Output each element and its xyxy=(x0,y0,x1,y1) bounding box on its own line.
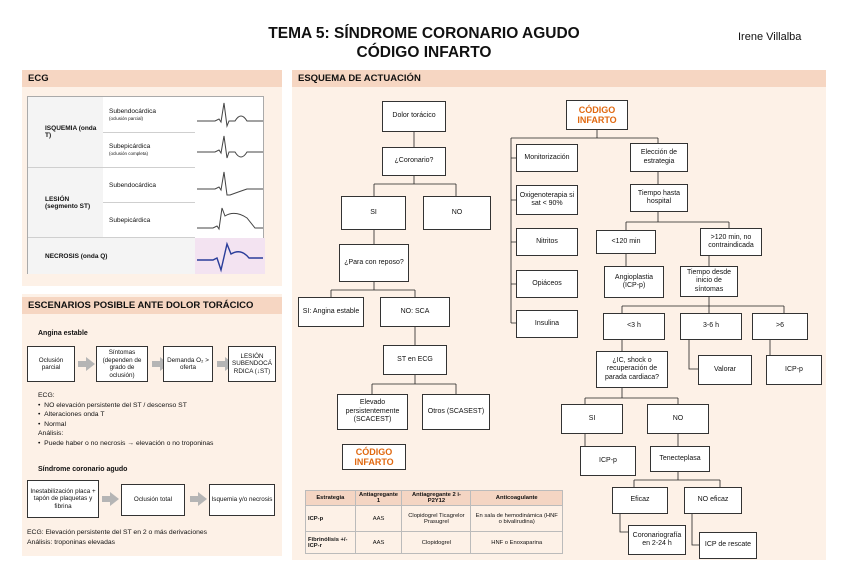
node-icp-p-right: ICP-p xyxy=(766,355,822,385)
ecg-table: ISQUEMIA (onda T) LESIÓN (segmento ST) N… xyxy=(27,96,265,274)
table-row: ICP-p AAS Clopidogrel Ticagrelor Prasugr… xyxy=(305,505,563,532)
node-shock: ¿IC, shock o recuperación de parada card… xyxy=(596,351,668,388)
sca-ecg-note: ECG: Elevación persistente del ST en 2 o… xyxy=(27,529,208,536)
node-shock-no: NO xyxy=(647,404,709,434)
ecg-row-isq-subendo: Subendocárdica (oclusión parcial) xyxy=(109,107,156,121)
node-coronariografia: Coronariografía en 2-24 h xyxy=(628,525,686,555)
node-scasest: Otros (SCASEST) xyxy=(422,394,490,430)
node-scacest: Elevado persistentemente (SCACEST) xyxy=(337,394,408,430)
ecg-row-les-subepi: Subepicárdica xyxy=(103,202,195,237)
node-si: SI xyxy=(341,196,406,230)
arrow-icon xyxy=(78,357,95,371)
node-reposo: ¿Para con reposo? xyxy=(339,244,409,282)
sca-label: Síndrome coronario agudo xyxy=(38,466,128,473)
node-nitritos: Nitritos xyxy=(516,228,578,256)
node-tenecteplasa: Tenecteplasa xyxy=(650,446,710,472)
node-6h: >6 xyxy=(752,313,808,340)
page-title: TEMA 5: SÍNDROME CORONARIO AGUDO CÓDIGO … xyxy=(200,24,648,62)
node-shock-si: SI xyxy=(561,404,623,434)
node-icp-p-si: ICP-p xyxy=(580,446,636,476)
ecg-row-les-subendo: Subendocárdica xyxy=(103,167,195,202)
node-eficaz: Eficaz xyxy=(612,487,668,514)
node-3h: <3 h xyxy=(603,313,665,340)
ecg-trace-les-subendo xyxy=(197,171,263,196)
arrow-icon xyxy=(102,492,119,506)
node-no: NO xyxy=(423,196,491,230)
node-coronario: ¿Coronario? xyxy=(382,147,446,176)
ecg-section-title: ECG xyxy=(22,70,282,87)
node-tiempo-sintomas: Tiempo desde inicio de síntomas xyxy=(680,266,738,297)
node-eleccion-estrategia: Elección de estrategia xyxy=(630,143,688,172)
sca-step-2: Oclusión total xyxy=(121,484,185,516)
ecg-trace-isq-subepi xyxy=(197,135,263,159)
esquema-section-title: ESQUEMA DE ACTUACIÓN xyxy=(292,70,826,87)
node-icp-rescate: ICP de rescate xyxy=(699,532,757,559)
sca-step-1: Inestabilización placa + tapón de plaque… xyxy=(27,480,99,518)
ecg-trace-necrosis xyxy=(195,238,265,274)
ecg-row-isq-subepi: Subepicárdica (oclusión completa) xyxy=(103,132,195,167)
node-tiempo-hospital: Tiempo hasta hospital xyxy=(630,184,688,212)
table-header-row: Estrategia Antiagregante 1 Antiagregante… xyxy=(305,490,563,506)
node-insulina: Insulina xyxy=(516,310,578,338)
sca-step-3: Isquemia y/o necrosis xyxy=(209,484,275,516)
ecg-group-necrosis: NECROSIS (onda Q) xyxy=(28,237,195,274)
node-no-eficaz: NO eficaz xyxy=(684,487,742,514)
author-name: Irene Villalba xyxy=(738,31,802,43)
angina-notes: ECG: • NO elevación persistente del ST /… xyxy=(38,392,214,447)
angina-step-3: Demanda O₂ > oferta xyxy=(163,346,213,382)
node-st-ecg: ST en ECG xyxy=(383,345,447,375)
angina-step-1: Oclusión parcial xyxy=(27,346,75,382)
codigo-infarto-label-right: CÓDIGO INFARTO xyxy=(566,100,628,130)
strategy-table: Estrategia Antiagregante 1 Antiagregante… xyxy=(305,490,563,554)
node-mas-120: >120 min, no contraindicada xyxy=(700,228,762,256)
node-3-6h: 3-6 h xyxy=(680,313,742,340)
node-monitorizacion: Monitorización xyxy=(516,144,578,172)
ecg-trace-isq-subendo xyxy=(197,102,263,128)
ecg-trace-les-subepi xyxy=(197,207,263,231)
node-valorar: Valorar xyxy=(698,355,752,385)
angina-stable-label: Angina estable xyxy=(38,330,88,337)
node-oxigenoterapia: Oxigenoterapia si sat < 90% xyxy=(516,185,578,215)
node-angioplastia: Angioplastia (ICP-p) xyxy=(604,266,664,298)
node-no-sca: NO: SCA xyxy=(380,297,450,327)
arrow-icon xyxy=(190,492,207,506)
title-line-2: CÓDIGO INFARTO xyxy=(356,44,492,61)
node-dolor-toracico: Dolor torácico xyxy=(382,101,446,132)
ecg-group-isquemia: ISQUEMIA (onda T) xyxy=(28,97,103,167)
scenarios-section-title: ESCENARIOS POSIBLE ANTE DOLOR TORÁCICO xyxy=(22,297,282,314)
title-line-1: TEMA 5: SÍNDROME CORONARIO AGUDO xyxy=(268,25,580,42)
angina-step-2: Síntomas (dependen de grado de oclusión) xyxy=(96,346,148,382)
sca-analysis-note: Análisis: troponinas elevadas xyxy=(27,539,116,546)
angina-step-4: LESIÓN SUBENDOCÁ RDICA (↓ST) xyxy=(228,346,276,382)
ecg-group-lesion: LESIÓN (segmento ST) xyxy=(28,167,103,237)
table-row: Fibrinólisis +/- ICP-r AAS Clopidogrel H… xyxy=(305,531,563,554)
node-menos-120: <120 min xyxy=(596,230,656,254)
node-opiaceos: Opiáceos xyxy=(516,270,578,298)
node-angina-estable: SI: Angina estable xyxy=(298,297,364,327)
codigo-infarto-label-left: CÓDIGO INFARTO xyxy=(342,444,406,470)
